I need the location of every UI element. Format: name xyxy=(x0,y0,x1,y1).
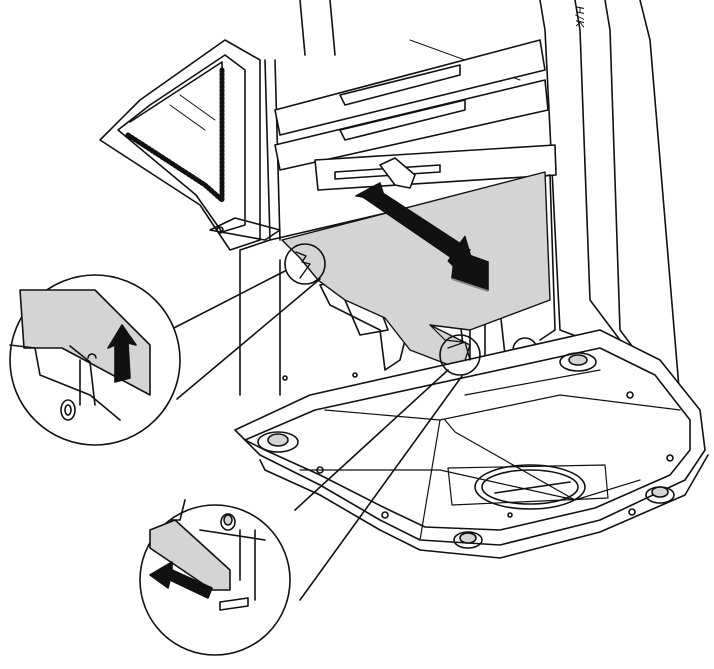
cover-plate xyxy=(281,171,551,371)
lower-detail-callout xyxy=(139,334,481,656)
upper-detail-callout xyxy=(9,243,326,446)
base-plate xyxy=(234,329,709,559)
push-arrow-icon xyxy=(149,561,213,599)
slide-arrow-icon xyxy=(355,182,489,292)
screw-foot xyxy=(257,352,675,549)
open-lid xyxy=(99,39,281,251)
model-label: H/K xyxy=(573,6,586,29)
enclosure-body xyxy=(239,0,701,431)
up-arrow-icon xyxy=(107,324,137,383)
